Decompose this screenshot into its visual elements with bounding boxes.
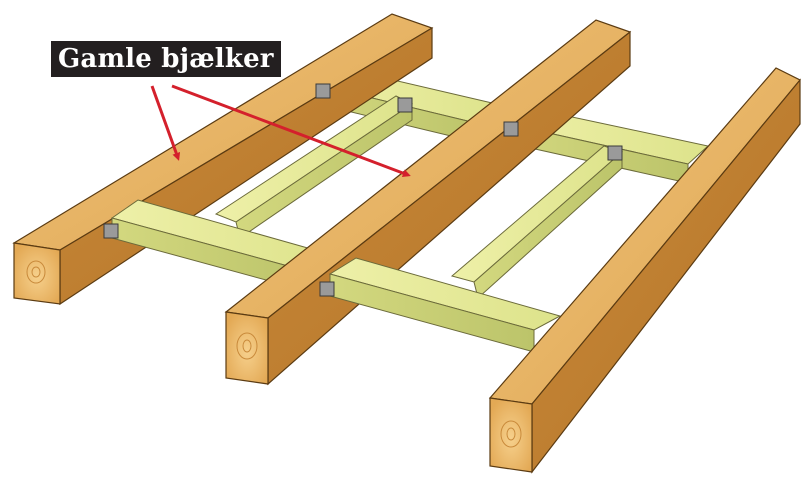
arrow-to-middle-beam (171, 84, 411, 177)
old-beam-right (488, 67, 801, 474)
annotation-arrows (150, 84, 411, 177)
annotation-label: Gamle bjælker (51, 41, 281, 77)
metal-joist-bracket-icon (103, 83, 623, 297)
cross-joist-front-right (328, 257, 562, 353)
arrow-to-left-beam (150, 85, 181, 161)
